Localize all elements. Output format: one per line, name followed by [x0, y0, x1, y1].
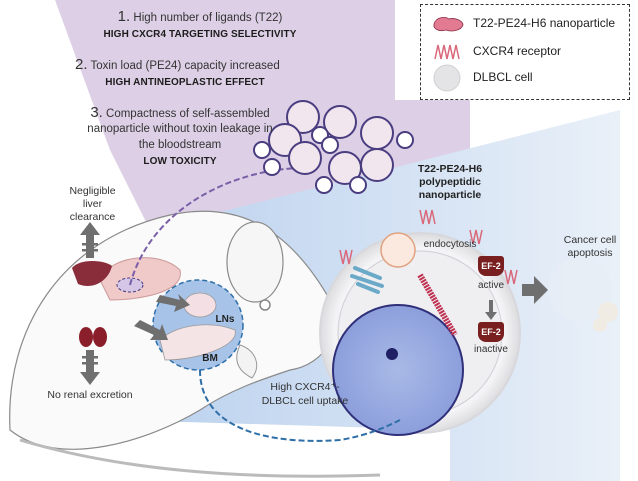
kidney-icon-left: [79, 327, 93, 347]
step-1-number: 1.: [117, 8, 131, 25]
step-3-description-line-1: Compactness of self-assembled: [106, 108, 270, 120]
legend-box: T22-PE24-H6 nanoparticle CXCR4 receptor …: [420, 4, 630, 100]
mouse-eye: [259, 299, 271, 311]
liver-arrow: [80, 222, 100, 258]
legend-label-receptor: CXCR4 receptor: [473, 44, 562, 58]
uptake-label-line-1: High CXCR4⁺-: [270, 381, 340, 393]
cell-nucleus: [332, 304, 464, 436]
dlbcl-cell-icon: [433, 64, 461, 92]
bone-marrow-shape: [159, 324, 236, 361]
mouse-tail: [19, 438, 381, 478]
mouse-ear: [226, 221, 284, 303]
cxcr4-receptors: [339, 209, 518, 285]
uptake-path: [199, 369, 401, 442]
nanoparticle-cluster: [253, 100, 414, 194]
liver-clearance-line-1: Negligible: [69, 185, 116, 197]
step-3-description-line-3: the bloodstream: [138, 139, 222, 151]
step-1-outcome: HIGH CXCR4 TARGETING SELECTIVITY: [103, 29, 297, 40]
nanoparticle-title: T22-PE24-H6 polypeptidic nanoparticle: [400, 163, 500, 202]
apoptosis-label: Cancer cell apoptosis: [550, 234, 630, 260]
legend-label-dlbcl: DLBCL cell: [473, 70, 533, 84]
bone-marrow-label: BM: [202, 353, 218, 364]
step-3-outcome: LOW TOXICITY: [143, 156, 217, 167]
step-1-description: High number of ligands (T22): [133, 12, 283, 24]
arrow-to-lns: [156, 294, 190, 312]
step-3-text: 3. Compactness of self-assembled: [85, 104, 275, 121]
apoptosis-label-line-2: apoptosis: [567, 247, 613, 259]
ef2-active-badge: EF-2: [478, 256, 504, 276]
liver-icon: [72, 261, 112, 286]
step-1-text: 1. High number of ligands (T22): [105, 8, 295, 25]
kidney-icon-right: [93, 327, 107, 347]
renal-excretion-label: No renal excretion: [47, 389, 133, 401]
uptake-label-line-2: DLBCL cell uptake: [261, 395, 349, 407]
liver-clearance-line-2: liver: [82, 198, 103, 210]
liver-clearance-line-3: clearance: [69, 211, 116, 223]
arrow-to-apoptosis: [522, 276, 548, 304]
er-strand: [417, 273, 458, 337]
lymph-nodes-label: LNs: [215, 314, 235, 325]
ef2-inactive-label: inactive: [474, 344, 508, 355]
arrow-to-bm: [134, 320, 168, 340]
legend-label-nanoparticle: T22-PE24-H6 nanoparticle: [473, 16, 616, 30]
liver-clearance-label: Negligible liver clearance: [50, 185, 135, 224]
step-2-number: 2.: [75, 56, 88, 73]
cxcr4-receptor-icon: [434, 44, 460, 60]
nanoparticle-title-line-2: polypeptidic: [419, 176, 481, 188]
nanoparticle-title-line-1: T22-PE24-H6: [417, 163, 483, 175]
renal-arrow: [80, 350, 100, 385]
endocytosis-vesicle: [380, 232, 416, 268]
step-3-number: 3.: [90, 104, 103, 121]
nanoparticle-title-line-3: nanoparticle: [418, 189, 482, 201]
uptake-label: High CXCR4⁺- DLBCL cell uptake: [250, 380, 360, 408]
ef2-active-label: active: [477, 280, 505, 291]
step-2-outcome: HIGH ANTINEOPLASTIC EFFECT: [105, 77, 265, 88]
apoptosis-label-line-1: Cancer cell: [563, 234, 617, 246]
ef2-inactivation-arrow: [485, 300, 497, 320]
mouse-paw: [236, 344, 258, 379]
nanoparticle-icon: [433, 17, 464, 32]
ef2-inactive-badge: EF-2: [478, 322, 504, 342]
step-2-description: Toxin load (PE24) capacity increased: [90, 60, 280, 72]
endocytosis-label: endocytosis: [423, 239, 477, 250]
golgi: [350, 266, 384, 294]
step-2-text: 2. Toxin load (PE24) capacity increased: [75, 56, 280, 73]
apoptotic-cell: [548, 258, 612, 322]
step-3-description-line-2: nanoparticle without toxin leakage in: [87, 123, 273, 135]
